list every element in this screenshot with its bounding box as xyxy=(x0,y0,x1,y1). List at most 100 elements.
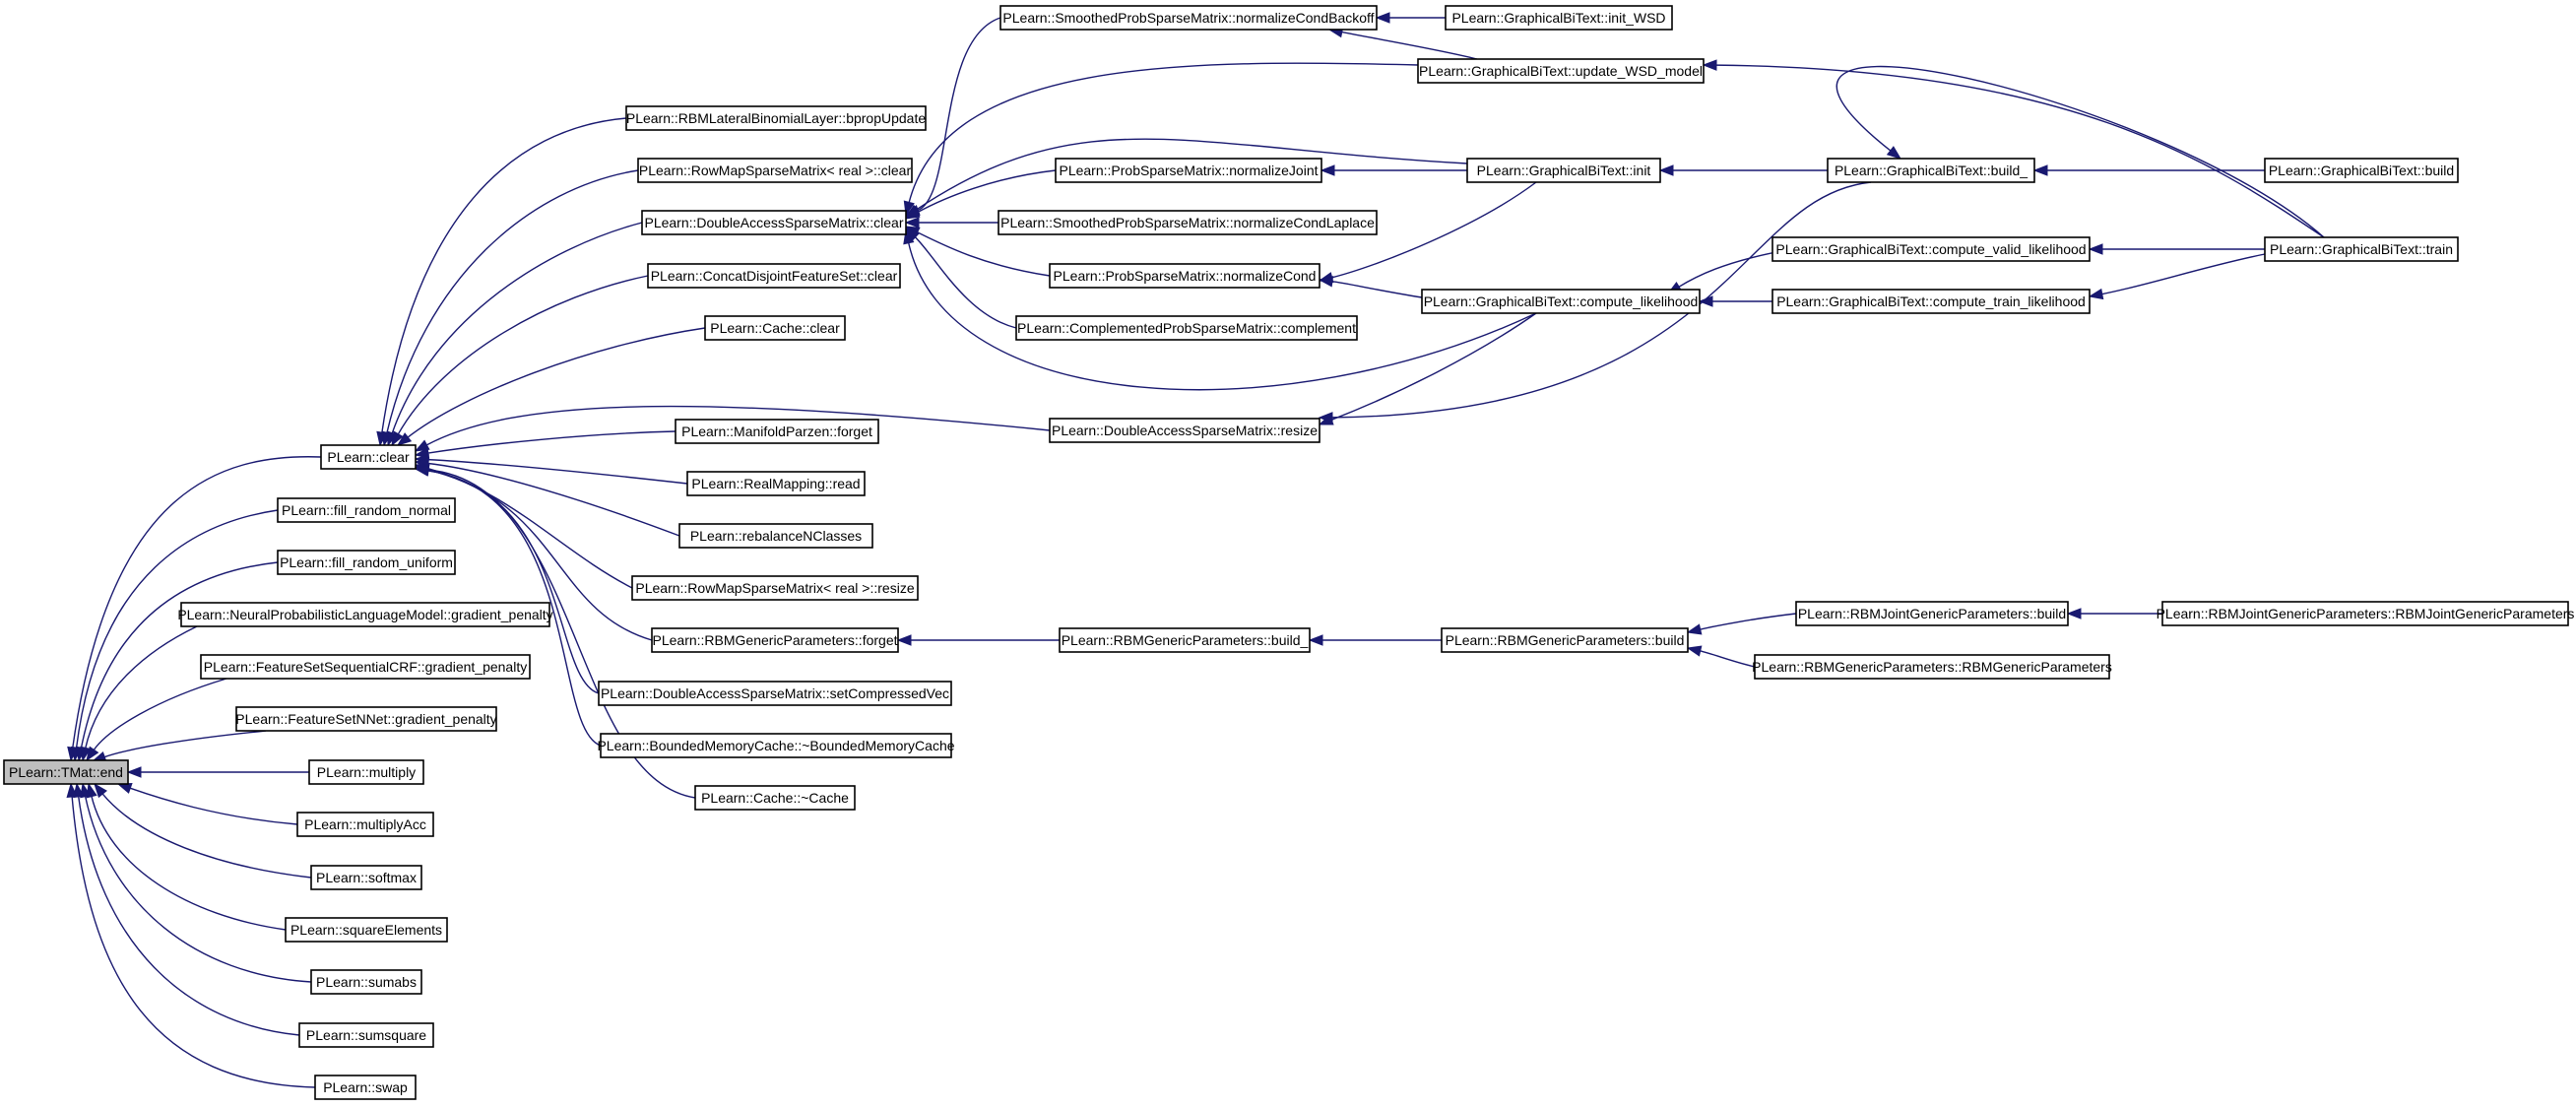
node-rowmap_resize[interactable]: PLearn::RowMapSparseMatrix< real >::resi… xyxy=(631,575,919,601)
node-psm_normJoint[interactable]: PLearn::ProbSparseMatrix::normalizeJoint xyxy=(1055,158,1322,183)
node-box xyxy=(1417,58,1705,84)
edge-manifold_forget-to-clear xyxy=(414,430,676,459)
node-dasm_resize[interactable]: PLearn::DoubleAccessSparseMatrix::resize xyxy=(1049,418,1320,443)
node-gbt_compute_train[interactable]: PLearn::GraphicalBiText::compute_train_l… xyxy=(1771,289,2091,314)
node-dasm_setCompressedVec[interactable]: PLearn::DoubleAccessSparseMatrix::setCom… xyxy=(598,681,952,706)
node-sumabs[interactable]: PLearn::sumabs xyxy=(310,969,422,995)
node-fsscrf_gradient_penalty[interactable]: PLearn::FeatureSetSequentialCRF::gradien… xyxy=(200,654,531,680)
arrowhead xyxy=(80,746,92,762)
node-rbmlbl_bpropUpdate[interactable]: PLearn::RBMLateralBinomialLayer::bpropUp… xyxy=(625,105,927,131)
node-box xyxy=(641,210,907,235)
node-multiplyAcc[interactable]: PLearn::multiplyAcc xyxy=(296,812,434,837)
edge-gbt_train-to-gbt_compute_valid xyxy=(2088,243,2265,255)
node-gbt_build[interactable]: PLearn::GraphicalBiText::build xyxy=(2264,158,2459,183)
node-label: PLearn::ProbSparseMatrix::normalizeJoint xyxy=(1059,163,1318,178)
node-gbt_compute_likelihood[interactable]: PLearn::GraphicalBiText::compute_likelih… xyxy=(1421,289,1701,314)
node-gbt_compute_valid[interactable]: PLearn::GraphicalBiText::compute_valid_l… xyxy=(1771,236,2091,262)
node-rbmgp_build[interactable]: PLearn::RBMGenericParameters::build xyxy=(1441,627,1689,653)
node-gbt_init[interactable]: PLearn::GraphicalBiText::init xyxy=(1466,158,1661,183)
node-box xyxy=(310,865,422,890)
node-spsm_normCondBackoff[interactable]: PLearn::SmoothedProbSparseMatrix::normal… xyxy=(999,5,1378,31)
node-dasm_clear[interactable]: PLearn::DoubleAccessSparseMatrix::clear xyxy=(641,210,907,235)
node-rbmjgp_build[interactable]: PLearn::RBMJointGenericParameters::build xyxy=(1795,601,2069,626)
node-box xyxy=(631,575,919,601)
node-gbt_init_WSD[interactable]: PLearn::GraphicalBiText::init_WSD xyxy=(1445,5,1673,31)
arrowhead xyxy=(904,207,921,220)
node-rowmap_clear[interactable]: PLearn::RowMapSparseMatrix< real >::clea… xyxy=(637,158,913,183)
node-tmat_end[interactable]: PLearn::TMat::end xyxy=(3,759,129,785)
node-box xyxy=(1015,315,1358,341)
node-label: PLearn::FeatureSetSequentialCRF::gradien… xyxy=(204,659,527,675)
node-label: PLearn::ConcatDisjointFeatureSet::clear xyxy=(651,268,898,284)
arrowhead xyxy=(1686,645,1703,657)
node-label: PLearn::GraphicalBiText::compute_likelih… xyxy=(1424,293,1699,309)
node-rbmgp_ctor[interactable]: PLearn::RBMGenericParameters::RBMGeneric… xyxy=(1752,654,2112,680)
node-box xyxy=(1445,5,1673,31)
edge-line xyxy=(907,241,1537,391)
node-gbt_build_[interactable]: PLearn::GraphicalBiText::build_ xyxy=(1827,158,2035,183)
node-nplm_gradient_penalty[interactable]: PLearn::NeuralProbabilisticLanguageModel… xyxy=(177,602,553,627)
node-label: PLearn::sumsquare xyxy=(306,1027,426,1043)
edge-line xyxy=(75,509,279,750)
node-label: PLearn::RBMLateralBinomialLayer::bpropUp… xyxy=(626,110,926,126)
node-cache_clear[interactable]: PLearn::Cache::clear xyxy=(704,315,846,341)
edge-line xyxy=(916,169,1057,214)
arrowhead xyxy=(2032,164,2048,176)
node-softmax[interactable]: PLearn::softmax xyxy=(310,865,422,890)
node-realmapping_read[interactable]: PLearn::RealMapping::read xyxy=(686,471,866,496)
edge-gbt_compute_train-to-gbt_compute_likelihood xyxy=(1698,295,1772,307)
edge-line xyxy=(71,456,322,750)
node-fill_random_normal[interactable]: PLearn::fill_random_normal xyxy=(277,497,456,523)
node-rebalance[interactable]: PLearn::rebalanceNClasses xyxy=(678,523,873,549)
node-box xyxy=(678,523,873,549)
node-label: PLearn::ManifoldParzen::forget xyxy=(681,424,872,439)
node-box xyxy=(1441,627,1689,653)
node-fill_random_uniform[interactable]: PLearn::fill_random_uniform xyxy=(277,550,456,575)
node-gbt_update_WSD[interactable]: PLearn::GraphicalBiText::update_WSD_mode… xyxy=(1417,58,1705,84)
node-cache_destructor[interactable]: PLearn::Cache::~Cache xyxy=(694,785,856,811)
node-gbt_train[interactable]: PLearn::GraphicalBiText::train xyxy=(2264,236,2459,262)
node-clear[interactable]: PLearn::clear xyxy=(320,444,417,470)
node-bmc_destructor[interactable]: PLearn::BoundedMemoryCache::~BoundedMemo… xyxy=(597,733,955,758)
edge-line xyxy=(101,792,312,879)
node-label: PLearn::Cache::~Cache xyxy=(701,790,849,806)
edge-line xyxy=(425,405,1051,446)
node-psm_normCond[interactable]: PLearn::ProbSparseMatrix::normalizeCond xyxy=(1049,263,1320,289)
node-label: PLearn::RBMGenericParameters::build xyxy=(1446,632,1685,648)
arrowhead xyxy=(2088,288,2104,300)
edge-line xyxy=(391,222,643,434)
node-label: PLearn::SmoothedProbSparseMatrix::normal… xyxy=(1002,10,1374,26)
node-sumsquare[interactable]: PLearn::sumsquare xyxy=(298,1022,434,1048)
node-label: PLearn::DoubleAccessSparseMatrix::clear xyxy=(644,215,903,230)
edge-nplm_gradient_penalty-to-tmat_end xyxy=(80,625,198,762)
node-cdfs_clear[interactable]: PLearn::ConcatDisjointFeatureSet::clear xyxy=(647,263,901,289)
node-box xyxy=(686,471,866,496)
node-spsm_normCondLaplace[interactable]: PLearn::SmoothedProbSparseMatrix::normal… xyxy=(998,210,1378,235)
node-squareElements[interactable]: PLearn::squareElements xyxy=(285,917,448,943)
node-label: PLearn::RowMapSparseMatrix< real >::clea… xyxy=(639,163,912,178)
edge-line xyxy=(917,17,1001,212)
node-label: PLearn::multiplyAcc xyxy=(304,816,426,832)
node-swap[interactable]: PLearn::swap xyxy=(314,1075,417,1100)
edge-line xyxy=(1330,280,1423,298)
node-multiply[interactable]: PLearn::multiply xyxy=(308,759,424,785)
node-fsnnet_gradient_penalty[interactable]: PLearn::FeatureSetNNet::gradient_penalty xyxy=(235,706,497,732)
edge-line xyxy=(1677,248,1793,289)
node-box xyxy=(600,733,952,758)
edge-line xyxy=(1330,181,1537,279)
arrowhead xyxy=(1318,412,1333,424)
node-label: PLearn::BoundedMemoryCache::~BoundedMemo… xyxy=(597,738,954,753)
node-manifold_forget[interactable]: PLearn::ManifoldParzen::forget xyxy=(675,419,879,444)
node-label: PLearn::RBMGenericParameters::forget xyxy=(653,632,898,648)
node-cpsm_complement[interactable]: PLearn::ComplementedProbSparseMatrix::co… xyxy=(1015,315,1358,341)
node-rbmgp_build_[interactable]: PLearn::RBMGenericParameters::build_ xyxy=(1059,627,1311,653)
edge-spsm_normCondLaplace-to-dasm_clear xyxy=(904,217,998,228)
node-rbmgp_forget[interactable]: PLearn::RBMGenericParameters::forget xyxy=(651,627,899,653)
node-label: PLearn::DoubleAccessSparseMatrix::resize xyxy=(1052,423,1318,438)
edge-line xyxy=(1699,650,1756,668)
edge-gbt_update_WSD-to-spsm_normCondBackoff xyxy=(1327,27,1478,60)
edge-line xyxy=(93,678,227,751)
node-rbmjgp_ctor[interactable]: PLearn::RBMJointGenericParameters::RBMJo… xyxy=(2157,601,2575,626)
arrowhead xyxy=(1318,276,1334,288)
